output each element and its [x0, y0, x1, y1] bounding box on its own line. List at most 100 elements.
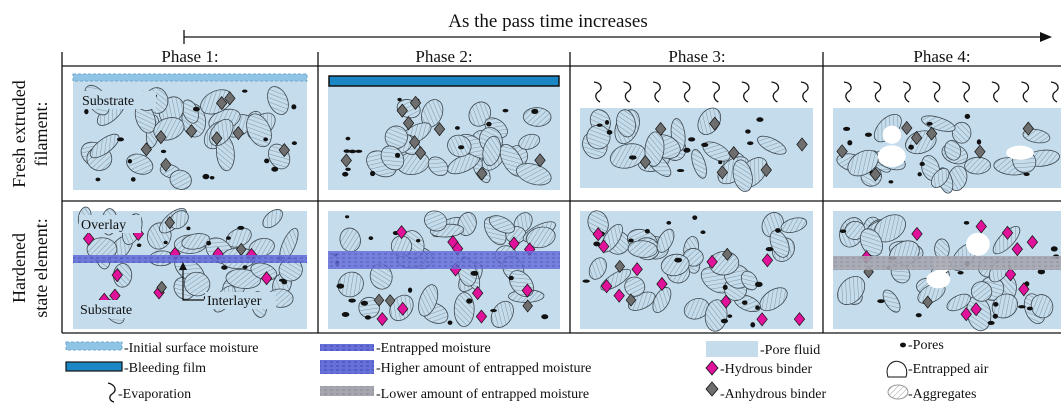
pore [692, 215, 698, 220]
svg-text:-Aggregates: -Aggregates [908, 387, 976, 402]
pore [700, 230, 706, 234]
aggregate [882, 289, 901, 313]
evaporation-icon [932, 81, 941, 103]
higher-entrapped-moisture-band [328, 251, 560, 269]
evaporation-icon [653, 81, 661, 103]
hydrous-binder [521, 283, 533, 298]
pore [226, 236, 231, 240]
aggregate [683, 298, 710, 320]
svg-text:-Entrapped air: -Entrapped air [908, 362, 989, 377]
entrapped-moisture-swatch [320, 344, 374, 351]
aggregate [691, 148, 707, 179]
pore [976, 139, 982, 145]
hydrous-binder [472, 286, 484, 301]
aggregate [656, 228, 675, 253]
anhydrous-binder [278, 143, 290, 158]
hydrous-binder [706, 254, 718, 269]
pore [458, 145, 465, 150]
aggregate [225, 268, 262, 289]
pore [130, 177, 136, 182]
pore [291, 104, 297, 110]
anhydrous-binder [433, 122, 446, 137]
hydrous-binder [260, 271, 273, 286]
aggregate [991, 293, 1018, 319]
aggregate [921, 115, 956, 132]
aggregate [732, 159, 753, 192]
evaporation-icon [593, 81, 602, 103]
aggregate [515, 163, 552, 186]
overlay-label: Overlay [79, 215, 141, 233]
pore [908, 144, 914, 150]
hydrous-binder [761, 253, 774, 268]
aggregate [1030, 294, 1054, 319]
pore [964, 113, 971, 119]
arrow-text: As the pass time increases [448, 11, 647, 32]
pore [992, 313, 998, 319]
anhydrous-binder [922, 295, 933, 309]
pore [502, 108, 509, 113]
aggregate [518, 133, 541, 150]
aggregate [267, 86, 289, 115]
anhydrous-binder [639, 155, 651, 170]
aggregate [384, 125, 408, 149]
svg-text:-Evaporation: -Evaporation [118, 387, 191, 402]
aggregate [616, 109, 636, 138]
pore [163, 240, 168, 245]
pore [644, 228, 650, 234]
pore [993, 302, 999, 307]
hydrous-binder [376, 311, 388, 327]
aggregate [946, 293, 971, 312]
evaporation-icon [1050, 81, 1059, 103]
pore [765, 246, 774, 252]
hydrous-binder [508, 236, 520, 251]
pore [963, 221, 970, 225]
hydrous-binder-icon [705, 360, 719, 376]
anhydrous-binder [522, 299, 533, 313]
aggregate [424, 210, 448, 232]
svg-text:-Pore fluid: -Pore fluid [760, 343, 820, 358]
anhydrous-binder [1022, 121, 1034, 136]
pore [701, 142, 709, 148]
pore [754, 281, 763, 287]
svg-text:Substrate: Substrate [82, 94, 134, 109]
pore [593, 241, 601, 247]
pore [582, 279, 590, 283]
anhydrous-binder [926, 126, 938, 141]
aggregate [970, 281, 993, 302]
hydrous-binder [631, 262, 643, 277]
anhydrous-binder [185, 124, 198, 139]
pore [192, 106, 200, 112]
pore [336, 283, 345, 289]
pore [666, 220, 672, 225]
svg-text:-Higher amount of entrapped mo: -Higher amount of entrapped moisture [376, 361, 591, 376]
anhydrous-binder [164, 216, 176, 230]
hydrous-binder [656, 276, 668, 292]
pore [877, 299, 885, 304]
bleeding-film-swatch [65, 361, 123, 372]
pore [242, 89, 248, 93]
anhydrous-binder [760, 162, 772, 178]
anhydrous-binder [140, 142, 153, 157]
entrapped-air-icon [886, 360, 908, 378]
pore [370, 170, 376, 177]
aggregate [427, 156, 449, 177]
pore [341, 311, 350, 317]
entrapped-air [926, 270, 951, 289]
pore [674, 257, 683, 263]
aggregate [380, 145, 405, 171]
hydrous-binder [1011, 242, 1023, 257]
anhydrous-binder [402, 116, 415, 131]
anhydrous-binder [340, 153, 352, 168]
pore [604, 119, 610, 125]
hydrous-binder [397, 301, 409, 316]
svg-text:Fresh extruded: Fresh extruded [9, 80, 29, 187]
pore [364, 315, 371, 320]
interlayer-pointer [179, 262, 204, 301]
pore [541, 314, 549, 320]
pore [628, 238, 634, 243]
hydrous-binder [1026, 235, 1039, 250]
pore-fluid-swatch [706, 341, 758, 357]
anhydrous-binder [211, 131, 223, 146]
hydrous-binder [395, 225, 408, 240]
svg-text:state element:: state element: [31, 218, 51, 317]
